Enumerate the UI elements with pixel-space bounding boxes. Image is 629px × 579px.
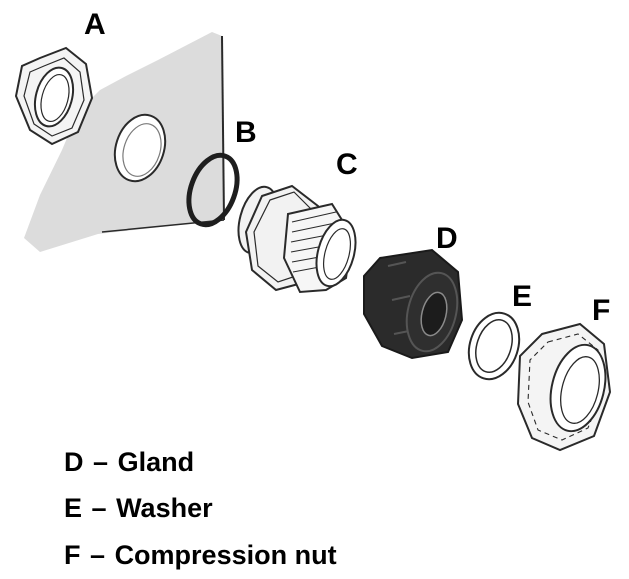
label-f: F xyxy=(592,294,611,327)
label-d: D xyxy=(436,222,458,255)
compression-nut-part-f xyxy=(516,322,612,452)
legend-letter: E xyxy=(64,493,83,523)
label-e: E xyxy=(512,280,533,313)
legend-text: Compression nut xyxy=(114,540,337,570)
panel-wall xyxy=(24,32,225,252)
label-b: B xyxy=(235,116,257,149)
legend-separator: – xyxy=(90,540,106,570)
legend-letter: D xyxy=(64,447,84,477)
legend-row-gland: D – Gland xyxy=(64,449,194,476)
locknut-part-a xyxy=(14,46,94,146)
legend-row-washer: E – Washer xyxy=(64,495,213,522)
o-ring-part-b xyxy=(186,152,240,228)
legend-row-compression-nut: F – Compression nut xyxy=(64,542,337,569)
legend-letter: F xyxy=(64,540,81,570)
label-a: A xyxy=(84,8,106,41)
label-c: C xyxy=(336,148,358,181)
legend-separator: – xyxy=(91,493,107,523)
gland-body-part-c xyxy=(237,184,357,294)
washer-part-e xyxy=(467,311,521,381)
legend-text: Washer xyxy=(116,493,213,523)
panel-hole xyxy=(113,113,167,183)
legend-text: Gland xyxy=(117,447,195,477)
legend-separator: – xyxy=(93,447,109,477)
gland-part-d xyxy=(363,248,464,360)
